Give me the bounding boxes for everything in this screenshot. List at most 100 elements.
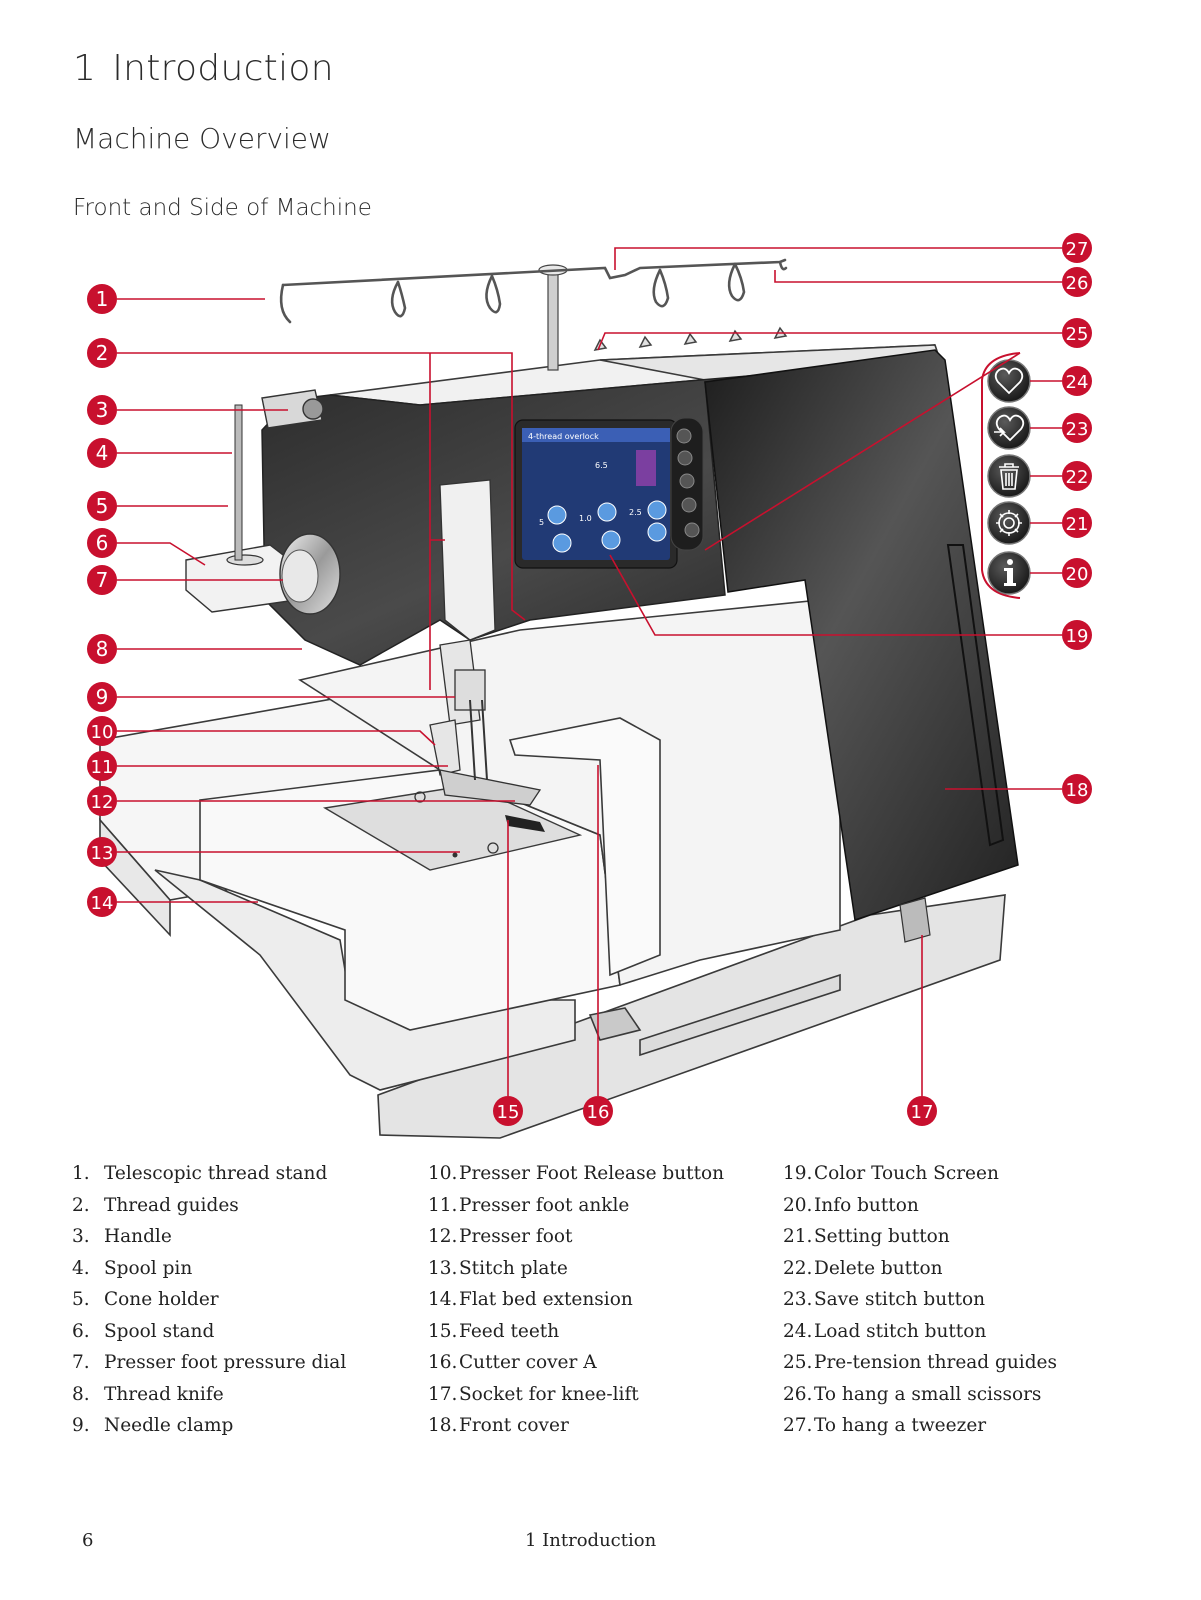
svg-text:2: 2 bbox=[96, 341, 109, 365]
callout-12: 12 bbox=[87, 786, 117, 816]
callout-2: 2 bbox=[87, 338, 117, 368]
callout-19: 19 bbox=[1062, 620, 1092, 650]
legend-item: 3.Handle bbox=[72, 1226, 172, 1247]
svg-text:20: 20 bbox=[1066, 564, 1089, 585]
legend-column-1: 1.Telescopic thread stand 2.Thread guide… bbox=[72, 1158, 346, 1442]
legend-item: 15.Feed teeth bbox=[428, 1320, 560, 1342]
svg-text:21: 21 bbox=[1066, 514, 1089, 535]
svg-text:5: 5 bbox=[96, 494, 109, 518]
callout-11: 11 bbox=[87, 751, 117, 781]
legend-item: 27.To hang a tweezer bbox=[783, 1415, 987, 1436]
legend-item: 17.Socket for knee-lift bbox=[428, 1383, 639, 1405]
legend-item: 16.Cutter cover A bbox=[428, 1352, 597, 1373]
section-title: Machine Overview bbox=[73, 122, 331, 155]
legend-item: 5.Cone holder bbox=[72, 1289, 219, 1310]
svg-text:17: 17 bbox=[911, 1102, 934, 1123]
legend-column-3: 19.Color Touch Screen 20.Info button 21.… bbox=[783, 1158, 1057, 1442]
callout-1: 1 bbox=[87, 284, 117, 314]
screen-header: 4-thread overlock bbox=[528, 432, 599, 441]
callout-22: 22 bbox=[1062, 461, 1092, 491]
callout-5: 5 bbox=[87, 491, 117, 521]
callout-27: 27 bbox=[1062, 233, 1092, 263]
side-button-save bbox=[987, 406, 1031, 450]
svg-text:23: 23 bbox=[1066, 419, 1089, 440]
gear-icon bbox=[996, 510, 1022, 536]
callout-10: 10 bbox=[87, 716, 117, 746]
callout-6: 6 bbox=[87, 528, 117, 558]
info-icon bbox=[1004, 559, 1016, 586]
side-button-load bbox=[987, 359, 1031, 403]
svg-text:13: 13 bbox=[91, 843, 114, 864]
svg-text:15: 15 bbox=[497, 1102, 520, 1123]
color-touch-screen: 4-thread overlock 5 1.0 2.5 6.5 bbox=[514, 419, 678, 569]
machine-diagram: 4-thread overlock 5 1.0 2.5 6.5 bbox=[87, 233, 1092, 1139]
chapter-title: Introduction bbox=[112, 48, 334, 89]
pressure-dial bbox=[279, 533, 341, 615]
side-button-settings bbox=[987, 501, 1031, 545]
svg-text:19: 19 bbox=[1066, 626, 1089, 647]
callout-9: 9 bbox=[87, 682, 117, 712]
thread-stand bbox=[279, 258, 788, 371]
callout-8: 8 bbox=[87, 634, 117, 664]
screen-value-1: 5 bbox=[539, 518, 544, 527]
callout-20: 20 bbox=[1062, 558, 1092, 588]
legend-item: 11.Presser foot ankle bbox=[428, 1194, 630, 1216]
screen-value-4: 6.5 bbox=[595, 461, 608, 470]
callout-4: 4 bbox=[87, 438, 117, 468]
svg-text:11: 11 bbox=[91, 757, 114, 778]
legend-item: 6.Spool stand bbox=[72, 1320, 215, 1342]
legend-item: 9.Needle clamp bbox=[72, 1415, 234, 1436]
heart-save-icon bbox=[995, 414, 1025, 442]
svg-text:22: 22 bbox=[1066, 467, 1089, 488]
legend-item: 18.Front cover bbox=[428, 1415, 569, 1436]
knee-lift-socket bbox=[899, 897, 931, 943]
legend-item: 2.Thread guides bbox=[72, 1194, 239, 1216]
callout-16: 16 bbox=[583, 1096, 613, 1126]
callout-7: 7 bbox=[87, 565, 117, 595]
svg-text:14: 14 bbox=[91, 893, 114, 914]
needle-assembly bbox=[429, 479, 542, 806]
heart-icon bbox=[994, 367, 1024, 395]
legend-item: 8.Thread knife bbox=[72, 1383, 224, 1405]
legend-item: 20.Info button bbox=[783, 1194, 919, 1216]
leader-lines bbox=[117, 247, 1062, 1096]
legend-item: 13.Stitch plate bbox=[428, 1257, 568, 1279]
stitch-plate bbox=[322, 784, 583, 871]
svg-text:27: 27 bbox=[1066, 239, 1089, 260]
screen-value-3: 2.5 bbox=[629, 508, 642, 517]
side-button-delete bbox=[987, 454, 1031, 498]
subsection-title: Front and Side of Machine bbox=[73, 195, 372, 221]
callout-15: 15 bbox=[493, 1096, 523, 1126]
callout-26: 26 bbox=[1062, 267, 1092, 297]
legend-item: 24.Load stitch button bbox=[783, 1320, 987, 1342]
callout-21: 21 bbox=[1062, 508, 1092, 538]
legend-item: 25.Pre-tension thread guides bbox=[783, 1352, 1057, 1373]
page-number: 6 bbox=[82, 1530, 94, 1551]
legend-item: 22.Delete button bbox=[783, 1257, 943, 1279]
callout-24: 24 bbox=[1062, 366, 1092, 396]
svg-text:6: 6 bbox=[96, 531, 109, 555]
handle bbox=[261, 389, 324, 429]
svg-text:3: 3 bbox=[96, 398, 109, 422]
trash-icon bbox=[999, 463, 1019, 490]
callout-17: 17 bbox=[907, 1096, 937, 1126]
svg-text:9: 9 bbox=[96, 685, 109, 709]
chapter-number: 1 bbox=[73, 48, 97, 89]
callout-13: 13 bbox=[87, 837, 117, 867]
callout-25: 25 bbox=[1062, 318, 1092, 348]
svg-text:10: 10 bbox=[91, 722, 114, 743]
svg-text:24: 24 bbox=[1066, 372, 1089, 393]
legend-item: 14.Flat bed extension bbox=[428, 1289, 633, 1310]
legend-item: 7.Presser foot pressure dial bbox=[72, 1352, 347, 1373]
callout-23: 23 bbox=[1062, 413, 1092, 443]
svg-text:16: 16 bbox=[587, 1102, 610, 1123]
svg-text:26: 26 bbox=[1066, 273, 1089, 294]
svg-text:4: 4 bbox=[96, 441, 109, 465]
svg-text:1: 1 bbox=[96, 287, 109, 311]
svg-text:7: 7 bbox=[96, 568, 109, 592]
screen-value-2: 1.0 bbox=[579, 514, 592, 523]
callout-3: 3 bbox=[87, 395, 117, 425]
callout-18: 18 bbox=[1062, 774, 1092, 804]
legend-column-2: 10.Presser Foot Release button 11.Presse… bbox=[428, 1158, 724, 1442]
legend-item: 1.Telescopic thread stand bbox=[72, 1163, 328, 1184]
